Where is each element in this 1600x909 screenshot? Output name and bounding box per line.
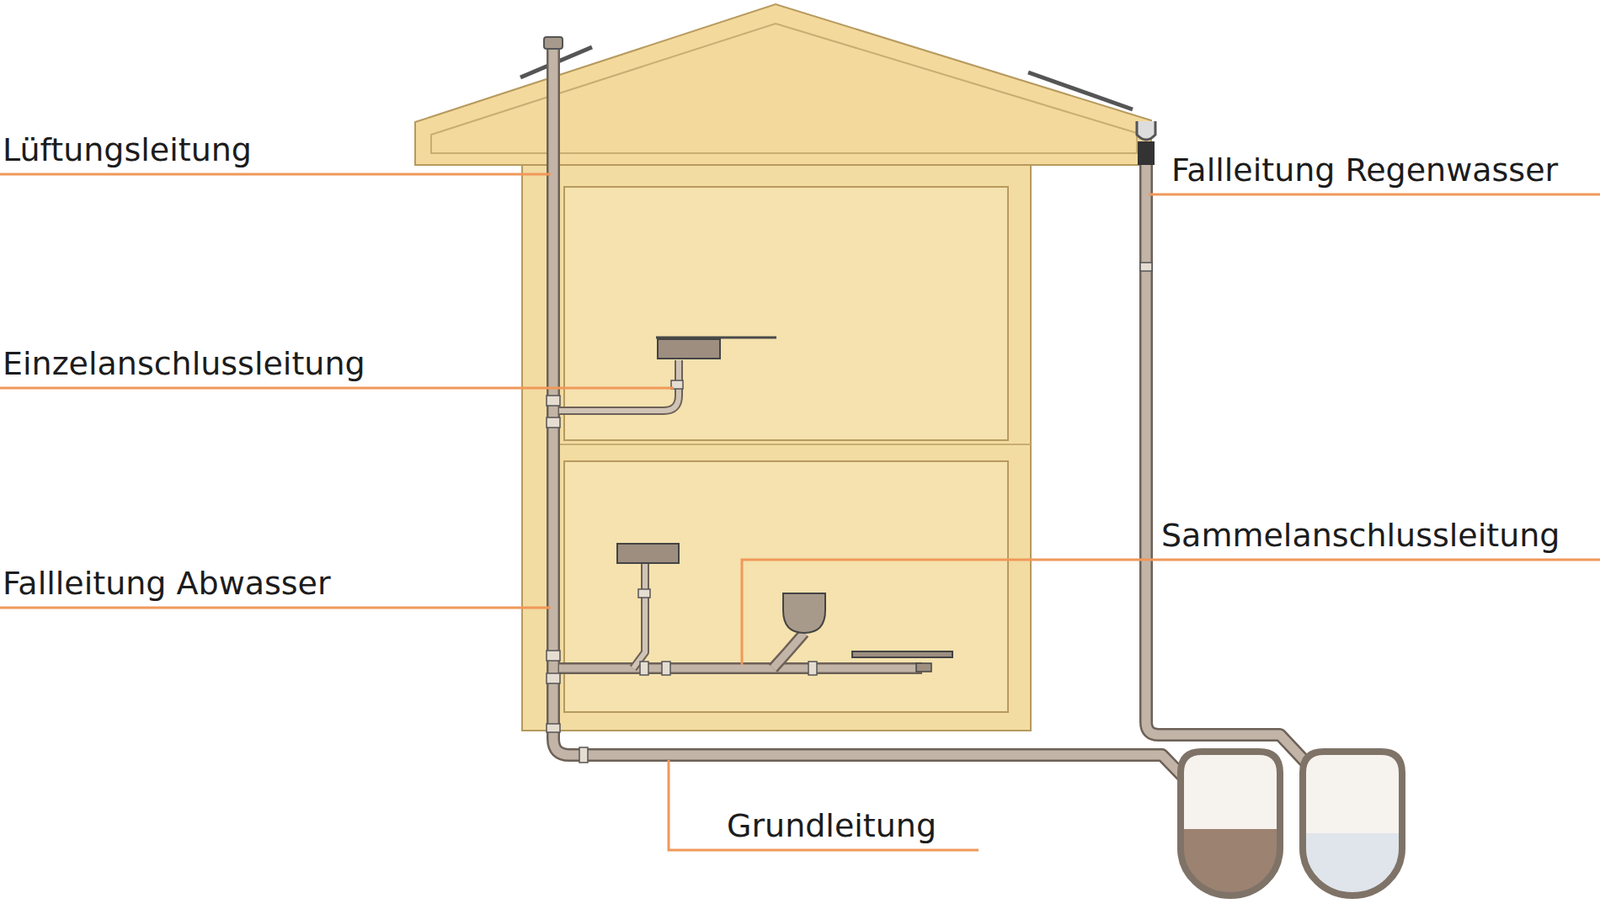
- pipe-label: Fallleitung Regenwasser: [1171, 152, 1558, 190]
- pipe-fittings: [546, 262, 1152, 763]
- pipe-label: Fallleitung Abwasser: [2, 565, 331, 603]
- shower-tray: [852, 651, 953, 658]
- gutter-outlet: [1137, 141, 1155, 166]
- pipe-label: Lüftungsleitung: [2, 132, 252, 170]
- lower-room: [564, 461, 1008, 713]
- pipe-label: Einzelanschlussleitung: [2, 346, 366, 384]
- tanks: [1180, 752, 1403, 896]
- toilet: [783, 593, 826, 634]
- leader-lines: [0, 174, 1600, 851]
- vent-cap: [544, 37, 563, 49]
- roof-panel: [1028, 72, 1133, 110]
- wash-basin: [617, 544, 679, 564]
- roof: [415, 4, 1152, 166]
- gutter: [1136, 121, 1156, 140]
- house-wall: [522, 165, 1031, 731]
- pipe-label: Sammelanschlussleitung: [1161, 517, 1560, 555]
- floor-drain: [916, 663, 932, 672]
- floor-line: [559, 443, 1031, 446]
- pipe-label: Grundleitung: [726, 808, 937, 846]
- roof-inner: [431, 23, 1137, 154]
- sink-basin: [657, 339, 720, 359]
- upper-room: [564, 186, 1008, 441]
